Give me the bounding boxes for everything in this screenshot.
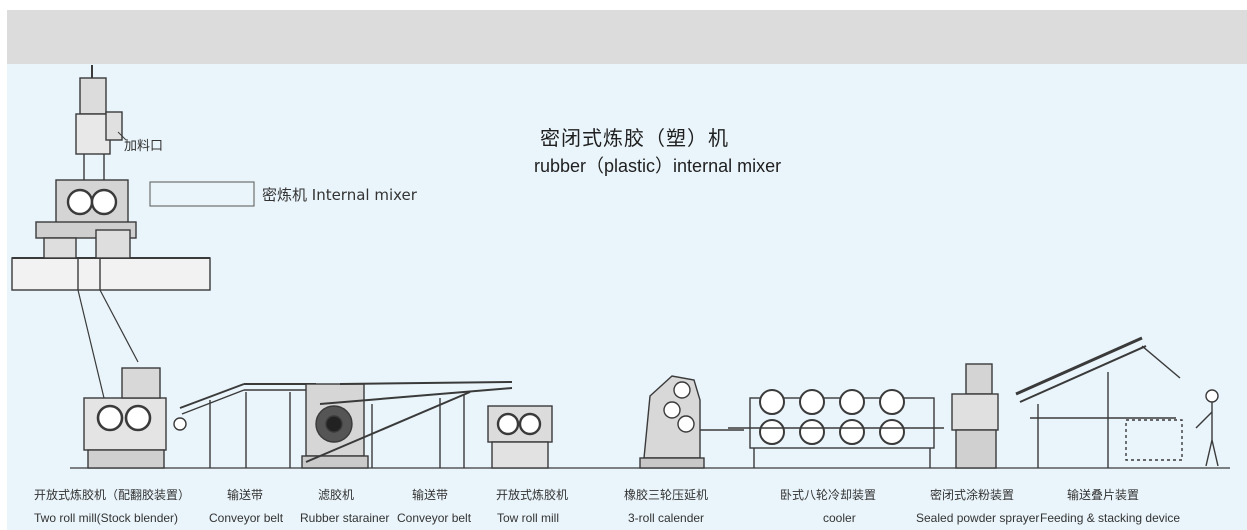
station-label-cn: 输送叠片装置 xyxy=(1067,488,1140,502)
internal-mixer-pointer-box xyxy=(149,181,255,207)
two-roll-mill-machine xyxy=(83,367,187,469)
tow-roll-mill-machine xyxy=(487,405,553,469)
station-label-en: Two roll mill(Stock blender) xyxy=(34,511,179,525)
internal-mixer-machine xyxy=(35,65,137,290)
station-label-cn: 开放式炼胶机（配翻胶装置） xyxy=(34,488,191,502)
station-label-en: Rubber starainer xyxy=(300,511,390,525)
feed-port-label: 加料口 xyxy=(124,139,164,154)
station-label-en: Conveyor belt xyxy=(209,511,284,525)
station-label-cn: 输送带 xyxy=(412,488,449,502)
station-label-en: Feeding & stacking device xyxy=(1040,511,1181,525)
eight-roll-cooler-machine xyxy=(728,389,944,468)
rubber-strainer-machine xyxy=(301,383,369,469)
top-gray-bar xyxy=(7,10,1247,64)
station-label-cn: 开放式炼胶机 xyxy=(496,488,569,502)
conveyor-belt-2 xyxy=(305,381,513,468)
diagram-canvas xyxy=(7,64,1247,530)
station-label-cn: 密闭式涂粉装置 xyxy=(930,488,1015,502)
station-label-cn: 输送带 xyxy=(227,488,264,502)
station-label-cn: 滤胶机 xyxy=(318,488,355,502)
station-label-en: cooler xyxy=(823,511,856,525)
diagram-title-cn: 密闭式炼胶（塑）机 xyxy=(540,126,729,150)
station-label-en: 3-roll calender xyxy=(628,511,705,525)
stacking-device-machine xyxy=(1015,336,1219,468)
station-label-en: Sealed powder sprayer xyxy=(916,511,1040,525)
station-label-en: Tow roll mill xyxy=(497,511,560,525)
internal-mixer-label: 密炼机 Internal mixer xyxy=(262,186,417,204)
station-label-en: Conveyor belt xyxy=(397,511,472,525)
feed-port-pointer xyxy=(117,131,127,141)
diagram-title-en: rubber（plastic）internal mixer xyxy=(534,156,782,176)
mezzanine-floor xyxy=(11,257,211,291)
station-label-cn: 橡胶三轮压延机 xyxy=(624,488,709,502)
three-roll-calender-machine xyxy=(639,375,744,469)
conveyor-belt-1 xyxy=(179,383,316,468)
station-label-cn: 卧式八轮冷却装置 xyxy=(780,488,877,502)
powder-sprayer-machine xyxy=(951,363,999,469)
